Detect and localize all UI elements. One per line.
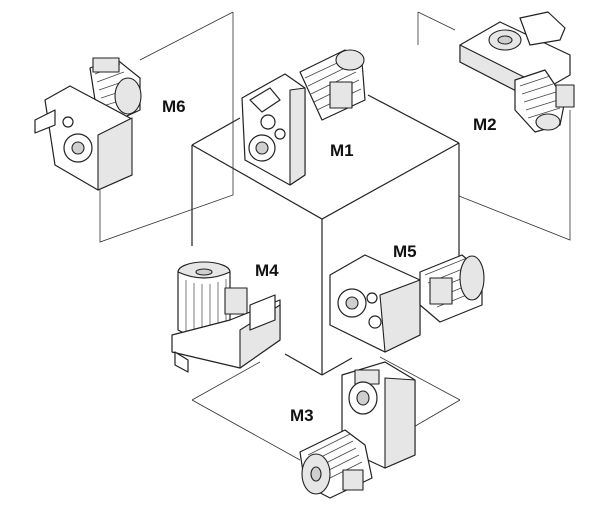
gearmotor-m2 — [459, 11, 575, 133]
gearmotor-m3 — [299, 361, 416, 499]
label-m3: M3 — [290, 406, 314, 425]
label-m5: M5 — [393, 242, 417, 261]
gearmotor-m4 — [171, 261, 281, 373]
label-m2: M2 — [473, 115, 497, 134]
label-m1: M1 — [330, 141, 354, 160]
label-m6: M6 — [162, 97, 186, 116]
label-m4: M4 — [255, 261, 279, 280]
gearmotor-m6 — [34, 57, 142, 191]
gearmotor-m5 — [329, 254, 485, 353]
gearmotor-m1 — [241, 49, 366, 186]
cube — [191, 94, 460, 376]
projection-planes — [99, 11, 571, 461]
